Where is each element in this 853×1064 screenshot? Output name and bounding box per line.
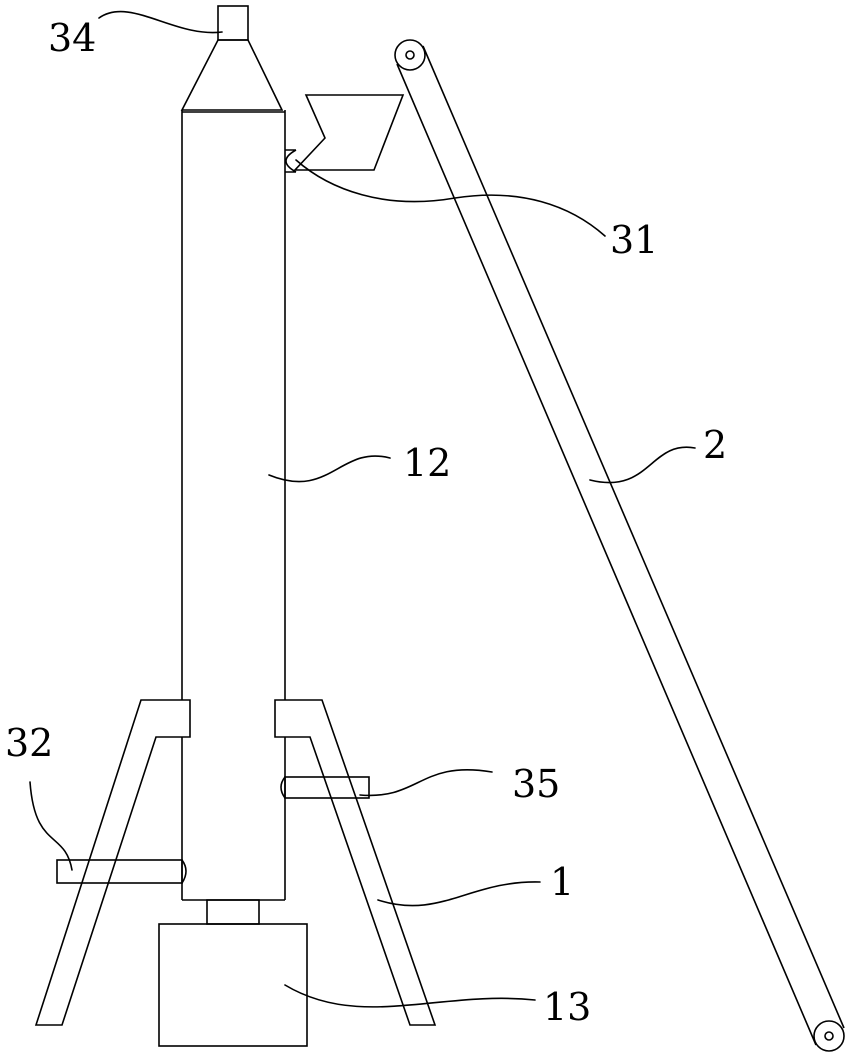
label-12: 12 — [403, 441, 451, 485]
feed-hopper — [285, 95, 403, 172]
label-13: 13 — [543, 985, 591, 1029]
label-34: 34 — [48, 16, 96, 60]
top-cap — [182, 6, 282, 110]
support-frame — [36, 700, 435, 1025]
label-35: 35 — [512, 762, 560, 806]
left-inlet-pipe — [57, 860, 186, 883]
label-2: 2 — [703, 423, 727, 467]
inclined-conveyor — [395, 40, 844, 1051]
label-1: 1 — [550, 860, 574, 904]
leader-lines — [30, 12, 695, 1007]
label-31: 31 — [610, 218, 658, 262]
bottom-box — [159, 900, 307, 1046]
label-32: 32 — [5, 721, 53, 765]
tower-body — [182, 110, 285, 900]
